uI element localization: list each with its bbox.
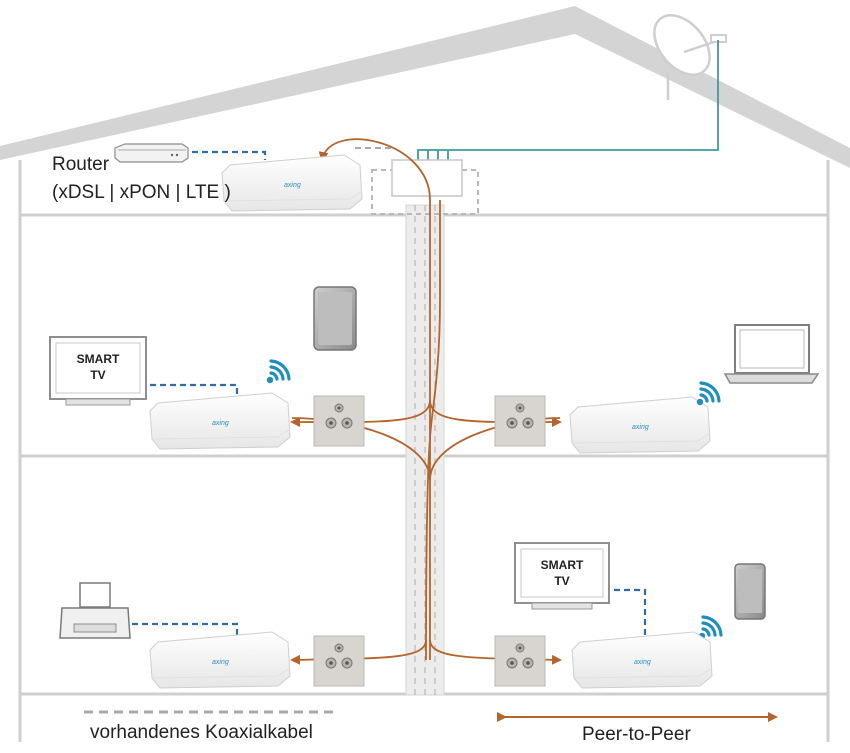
- coax-adapter-bottom-left: axing: [149, 631, 291, 689]
- coax-adapter-mid-right: axing: [569, 396, 711, 454]
- printer-ethernet-cable: [132, 622, 239, 636]
- adapter-brand: axing: [634, 659, 651, 666]
- smartphone-icon: [734, 563, 766, 620]
- legend: vorhandenes Koaxialkabel Peer-to-Peer: [84, 710, 778, 745]
- satellite-dish-icon: [653, 14, 727, 100]
- wall-socket-mid-left: [313, 395, 365, 447]
- adapter-brand: axing: [284, 182, 301, 189]
- router-label: Router: [52, 154, 110, 175]
- router-ethernet-cable: [192, 150, 267, 160]
- tv-ethernet-cable-left: [150, 383, 239, 397]
- wall-socket-bottom-right: [494, 635, 546, 687]
- smart-tv-sublabel: TV: [90, 368, 105, 382]
- smart-tv-left: SMART TV: [49, 336, 147, 406]
- wifi-icon: [265, 359, 291, 385]
- wifi-icon: [695, 381, 721, 407]
- smart-tv-right: SMART TV: [514, 542, 610, 610]
- wall-socket-mid-right: [494, 395, 546, 447]
- wall-socket-bottom-left: [313, 635, 365, 687]
- laptop-icon: [723, 324, 820, 384]
- satellite-cable: [417, 40, 719, 160]
- router-type-label: (xDSL | xPON | LTE ): [52, 182, 231, 203]
- adapter-brand: axing: [632, 424, 649, 431]
- coax-adapter-mid-left: axing: [149, 392, 291, 450]
- adapter-brand: axing: [212, 420, 229, 427]
- tv-ethernet-cable-right: [614, 588, 647, 636]
- smart-tv-label: SMART: [541, 558, 584, 572]
- wifi-icon: [697, 615, 723, 641]
- tablet-icon: [313, 286, 357, 351]
- smart-tv-label: SMART: [77, 352, 120, 366]
- router-device: [114, 143, 189, 163]
- legend-coax-label: vorhandenes Koaxialkabel: [90, 722, 313, 743]
- printer-icon: [59, 582, 131, 639]
- smart-tv-sublabel: TV: [554, 574, 569, 588]
- coax-adapter-top: axing: [221, 154, 363, 212]
- multiswitch: [371, 159, 479, 215]
- legend-p2p-label: Peer-to-Peer: [582, 724, 691, 745]
- adapter-brand: axing: [212, 659, 229, 666]
- coax-adapter-bottom-right: axing: [571, 631, 713, 689]
